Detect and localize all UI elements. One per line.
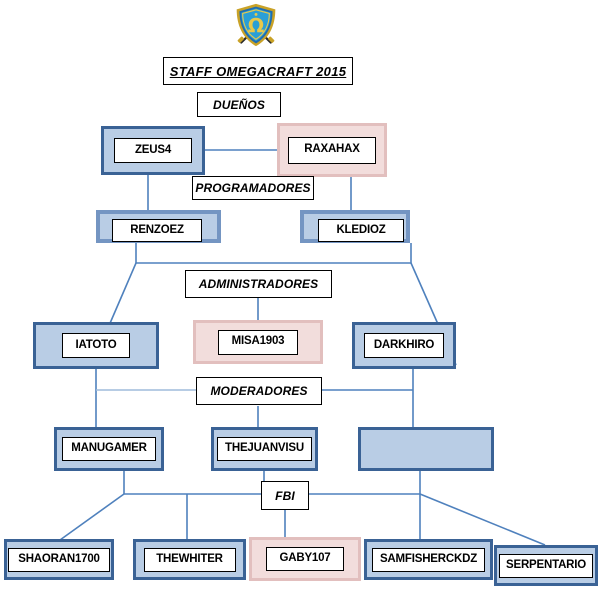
member-name-raxahax: RAXAHAX — [288, 136, 376, 164]
member-name-zeus4: ZEUS4 — [114, 138, 192, 163]
section-label-programadores: PROGRAMADORES — [192, 176, 314, 200]
svg-text:Ω: Ω — [248, 14, 264, 37]
section-label-duenos: DUEÑOS — [197, 92, 281, 117]
member-card-serpentario[interactable]: SERPENTARIO — [494, 545, 598, 586]
member-name-shaoran1700: SHAORAN1700 — [8, 547, 110, 572]
member-card-misa1903[interactable]: MISA1903 — [193, 320, 323, 364]
member-card-thejuanvisu[interactable]: THEJUANVISU — [211, 427, 318, 471]
member-name-darkhiro: DARKHIRO — [364, 333, 444, 358]
page-title: STAFF OMEGACRAFT 2015 — [163, 57, 353, 85]
member-name-misa1903: MISA1903 — [218, 329, 298, 355]
member-card-renzoez[interactable]: RENZOEZ — [96, 210, 221, 243]
member-card-iatoto[interactable]: IATOTO — [33, 322, 159, 369]
member-card-moderator-empty[interactable] — [358, 427, 494, 471]
member-card-raxahax[interactable]: RAXAHAX — [277, 123, 387, 177]
member-name-thejuanvisu: THEJUANVISU — [217, 437, 312, 461]
member-name-gaby107: GABY107 — [266, 547, 344, 571]
member-name-renzoez: RENZOEZ — [112, 219, 202, 242]
member-card-gaby107[interactable]: GABY107 — [249, 537, 361, 581]
member-card-zeus4[interactable]: ZEUS4 — [101, 126, 205, 175]
member-name-manugamer: MANUGAMER — [62, 437, 156, 461]
member-name-iatoto: IATOTO — [62, 333, 130, 358]
member-card-thewhiter[interactable]: THEWHITER — [133, 539, 246, 580]
member-card-samfisherckdz[interactable]: SAMFISHERCKDZ — [364, 539, 493, 580]
member-name-thewhiter: THEWHITER — [143, 547, 236, 572]
section-label-fbi: FBI — [261, 481, 309, 510]
member-card-manugamer[interactable]: MANUGAMER — [54, 427, 164, 471]
section-label-moderadores: MODERADORES — [196, 377, 322, 405]
member-name-serpentario: SERPENTARIO — [499, 553, 593, 578]
member-card-kledioz[interactable]: KLEDIOZ — [300, 210, 410, 243]
member-name-kledioz: KLEDIOZ — [318, 219, 404, 242]
member-card-shaoran1700[interactable]: SHAORAN1700 — [4, 539, 114, 580]
omega-shield-crest-icon: Ω — [236, 3, 276, 47]
section-label-administradores: ADMINISTRADORES — [185, 270, 332, 298]
member-card-darkhiro[interactable]: DARKHIRO — [352, 322, 456, 369]
member-name-samfisherckdz: SAMFISHERCKDZ — [372, 547, 485, 572]
